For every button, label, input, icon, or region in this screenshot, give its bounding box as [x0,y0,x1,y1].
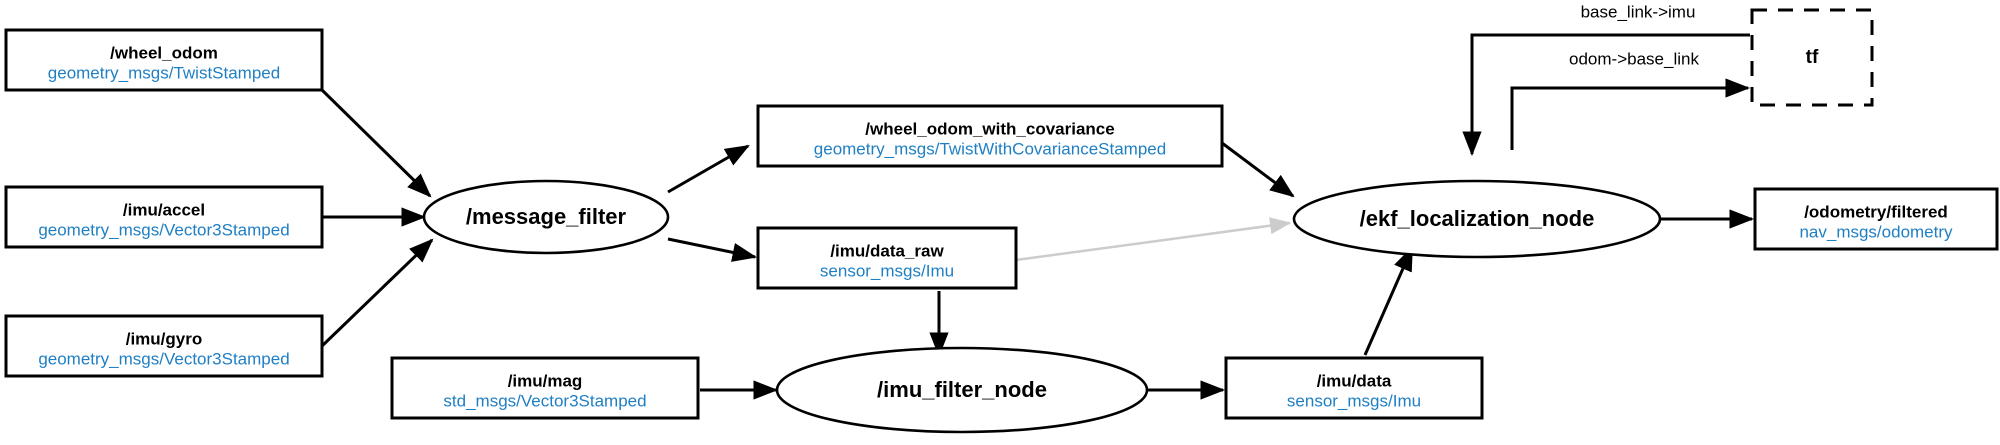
node-imu-filter-node[interactable]: /imu_filter_node [775,346,1149,434]
edge-tf-base-link-to-imu [1462,33,1750,157]
topic-box-imu-data[interactable]: /imu/data sensor_msgs/Imu [1224,356,1484,420]
topic-name-label: /imu/data_raw [830,241,944,260]
topic-box-rect [1224,356,1484,420]
node-label: /imu_filter_node [877,377,1047,402]
edge-message-filter-to-imu-data-raw [667,237,758,262]
topic-type-label: geometry_msgs/Vector3Stamped [38,349,289,368]
topic-box-imu-gyro[interactable]: /imu/gyro geometry_msgs/Vector3Stamped [4,314,324,378]
topic-name-label: /odometry/filtered [1804,202,1948,221]
topic-type-label: geometry_msgs/Vector3Stamped [38,220,289,239]
frame-box-tf[interactable]: tf [1750,8,1874,107]
topic-box-imu-mag[interactable]: /imu/mag std_msgs/Vector3Stamped [390,356,700,420]
topic-box-rect [4,185,324,249]
node-label: /message_filter [466,204,627,229]
topic-name-label: /wheel_odom_with_covariance [865,119,1114,138]
topic-box-rect [756,226,1018,290]
topic-name-label: /imu/accel [123,200,205,219]
edge-imu-gyro-to-message-filter [320,238,434,348]
topic-box-rect [4,28,324,92]
topic-type-label: sensor_msgs/Imu [820,261,954,280]
topic-name-label: /wheel_odom [110,43,218,62]
frame-box-rect [1750,8,1874,107]
topic-box-wheel-odom-with-covariance[interactable]: /wheel_odom_with_covariance geometry_msg… [756,104,1224,168]
frame-label: tf [1806,47,1819,68]
edge-wheel-odom-cov-to-ekf [1221,141,1295,198]
topic-box-rect [4,314,324,378]
node-ellipse-shape [775,346,1149,434]
edge-wheel-odom-to-message-filter [320,88,432,198]
node-message-filter[interactable]: /message_filter [422,179,670,255]
node-label: /ekf_localization_node [1360,206,1595,231]
node-ekf-localization-node[interactable]: /ekf_localization_node [1292,179,1662,259]
topic-box-rect [390,356,700,420]
node-ellipse-shape [1292,179,1662,259]
edge-ekf-odom-to-base-link [1510,78,1751,150]
node-ellipse-shape [422,179,670,255]
topic-box-imu-accel[interactable]: /imu/accel geometry_msgs/Vector3Stamped [4,185,324,249]
topic-name-label: /imu/gyro [126,329,203,348]
edge-imu-data-raw-to-ekf-inactive [1015,217,1292,262]
topic-type-label: geometry_msgs/TwistStamped [48,63,280,82]
topic-type-label: std_msgs/Vector3Stamped [443,391,646,410]
topic-box-wheel-odom[interactable]: /wheel_odom geometry_msgs/TwistStamped [4,28,324,92]
topic-box-rect [1753,187,1999,251]
topic-box-rect [756,104,1224,168]
topic-type-label: nav_msgs/odometry [1799,222,1953,241]
edge-label-base-link-to-imu: base_link->imu [1581,2,1696,21]
topic-name-label: /imu/data [1317,371,1392,390]
topic-box-odometry-filtered[interactable]: /odometry/filtered nav_msgs/odometry [1753,187,1999,251]
topic-type-label: sensor_msgs/Imu [1287,391,1421,410]
edge-message-filter-to-wheel-odom-cov [667,144,750,194]
topic-box-imu-data-raw[interactable]: /imu/data_raw sensor_msgs/Imu [756,226,1018,290]
edge-imu-data-to-ekf [1363,246,1414,356]
topic-type-label: geometry_msgs/TwistWithCovarianceStamped [814,139,1166,158]
edge-label-odom-to-base-link: odom->base_link [1569,49,1699,68]
topic-name-label: /imu/mag [508,371,583,390]
